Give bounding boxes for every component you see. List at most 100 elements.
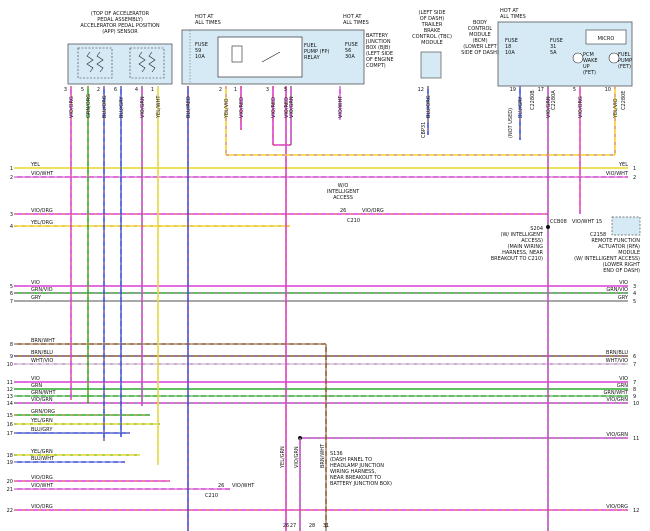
s136-label-line: HEADLAMP JUNCTION	[330, 463, 384, 469]
row-label-left: BLU/WHT	[31, 456, 55, 462]
fuse-31-label-line: FUSE	[550, 38, 563, 44]
resistor-symbol	[138, 51, 146, 73]
row-number-right: 5	[633, 299, 636, 305]
vertical-wire-label: BLU/RED	[186, 96, 192, 118]
row-number-left: 19	[7, 460, 13, 466]
vertical-wire-label: YEL/VIO	[613, 98, 619, 119]
connector-pin: 4	[135, 87, 138, 93]
row-number-right: 11	[633, 436, 639, 442]
c210-label: C210	[347, 218, 360, 224]
fp-relay-label-line: PUMP (FP)	[304, 49, 329, 55]
vio-wht-15-label: VIO/WHT 15	[572, 219, 602, 225]
row-label-right: GRN	[617, 383, 628, 389]
connector-pin: 5	[284, 87, 287, 93]
fp-relay-label-line: RELAY	[304, 55, 321, 61]
row-label-left: YEL	[30, 162, 40, 168]
not-used-label: (NOT USED)	[508, 108, 514, 138]
row-label-left: GRN	[31, 383, 42, 389]
row-number-left: 22	[7, 508, 13, 514]
connector-pin: 5	[81, 87, 84, 93]
hot-at-all-times-label-line: HOT AT	[500, 8, 519, 14]
row-label-right: VIO/GRN	[606, 397, 628, 403]
app-sensor-caption-line: (APP) SENSOR	[102, 29, 138, 35]
bjb-label-line: OF ENGINE	[366, 57, 394, 63]
vertical-wire-label: YEL/WHT	[156, 95, 162, 119]
fuse-31-label-line: 31	[550, 44, 556, 50]
row-number-left: 6	[10, 291, 13, 297]
row-label-left: WHT/VIO	[31, 358, 53, 364]
rfa-label-line: END OF DASH)	[603, 268, 640, 274]
row-label-left: BRN/WHT	[31, 338, 56, 344]
row-label-left: YEL/GRN	[30, 418, 53, 424]
pin-26-label: 26	[218, 483, 224, 489]
row-number-right: 1	[633, 166, 636, 172]
bcm-label-line: BODY	[473, 20, 488, 26]
vertical-wire-label: BLU/ORG	[426, 95, 432, 118]
bcm-label-line: (LOWER LEFT	[463, 44, 497, 50]
row-number-left: 2	[10, 175, 13, 181]
fuse-18-label-line: 10A	[505, 50, 515, 56]
row-number-left: 18	[7, 453, 13, 459]
row-label-left: VIO/ORG	[31, 475, 53, 481]
bcm-label-line: MODULE	[469, 32, 491, 38]
c2280b-label: C2280B	[530, 90, 536, 110]
rfa-label-line: (W/ INTELLIGENT ACCESS)	[574, 256, 640, 262]
fuse-59-label-line: 59	[195, 48, 201, 54]
riser-wire-label: YEL/GRN	[280, 446, 286, 469]
bottom-connector-pin: 26	[283, 523, 289, 529]
tbc-label-line: TRAILER	[421, 22, 443, 28]
tbc-label-line: MODULE	[421, 40, 443, 46]
row-number-left: 14	[7, 401, 13, 407]
tbc-label-line: CONTROL (TBC)	[412, 34, 452, 40]
row-label-left: GRN/WHT	[31, 390, 56, 396]
bjb-label-line: COMPT)	[366, 63, 386, 69]
row-number-left: 11	[7, 380, 13, 386]
s136-label-line: S136	[330, 451, 343, 457]
splice-s204	[546, 225, 550, 229]
row-number-left: 16	[7, 422, 13, 428]
row-label-left: GRN/VIO	[31, 287, 53, 293]
row-number-left: 20	[7, 479, 13, 485]
resistor-symbol	[148, 51, 156, 73]
app-sensor-caption-line: ACCELERATOR PEDAL POSITION	[80, 23, 160, 29]
connector-pin: 1	[234, 87, 237, 93]
rfa-label-line: MODULE	[618, 250, 640, 256]
row-label-right: YEL	[618, 162, 628, 168]
vertical-wire-label: VIO/ORG	[578, 96, 584, 118]
row-label-left: GRY	[31, 295, 42, 301]
hot-at-all-times-label-line: ALL TIMES	[195, 20, 221, 26]
fp-relay-box	[217, 36, 303, 78]
connector-pin: 3	[266, 87, 269, 93]
connector-pin: 1	[151, 87, 154, 93]
c2280a-label: C2280A	[551, 90, 557, 110]
row-number-left: 12	[7, 387, 13, 393]
intelligent-access-label-line: ACCESS	[333, 195, 353, 201]
row-label-left: VIO/ORG	[31, 504, 53, 510]
fuse-56-label-line: 30A	[345, 54, 355, 60]
bcm-label-line: (BCM)	[472, 38, 487, 44]
vertical-wire-label: VIO/WHT	[338, 95, 344, 118]
s136-label-line: BATTERY JUNCTION BOX)	[330, 481, 392, 487]
tbc-module-box	[420, 51, 442, 79]
row-number-right: 10	[633, 401, 639, 407]
bcm-label-line: SIDE OF DASH)	[461, 50, 499, 56]
row-number-right: 3	[633, 284, 636, 290]
hot-at-all-times-label-line: HOT AT	[195, 14, 214, 20]
row-label-right: VIO/WHT	[606, 171, 629, 177]
row-number-left: 3	[10, 212, 13, 218]
vio-org-label: VIO/ORG	[362, 208, 384, 214]
row-label-right: BRN/BLU	[606, 350, 628, 356]
bottom-connector-pin: 31	[323, 523, 329, 529]
fuse-56-label-line: FUSE	[345, 42, 358, 48]
row-number-right: 7	[633, 362, 636, 368]
connector-pin: 12	[418, 87, 424, 93]
relay-switch	[261, 51, 281, 63]
row-number-left: 5	[10, 284, 13, 290]
intelligent-access-label-line: W/O	[338, 183, 349, 189]
row-number-left: 13	[7, 394, 13, 400]
row-number-left: 4	[10, 224, 13, 230]
app-sensor-caption-line: PEDAL ASSEMBLY)	[97, 17, 143, 23]
pcm-wake-fet-symbol	[572, 52, 584, 64]
row-number-right: 4	[633, 291, 636, 297]
fuse-18-label-line: 18	[505, 44, 511, 50]
